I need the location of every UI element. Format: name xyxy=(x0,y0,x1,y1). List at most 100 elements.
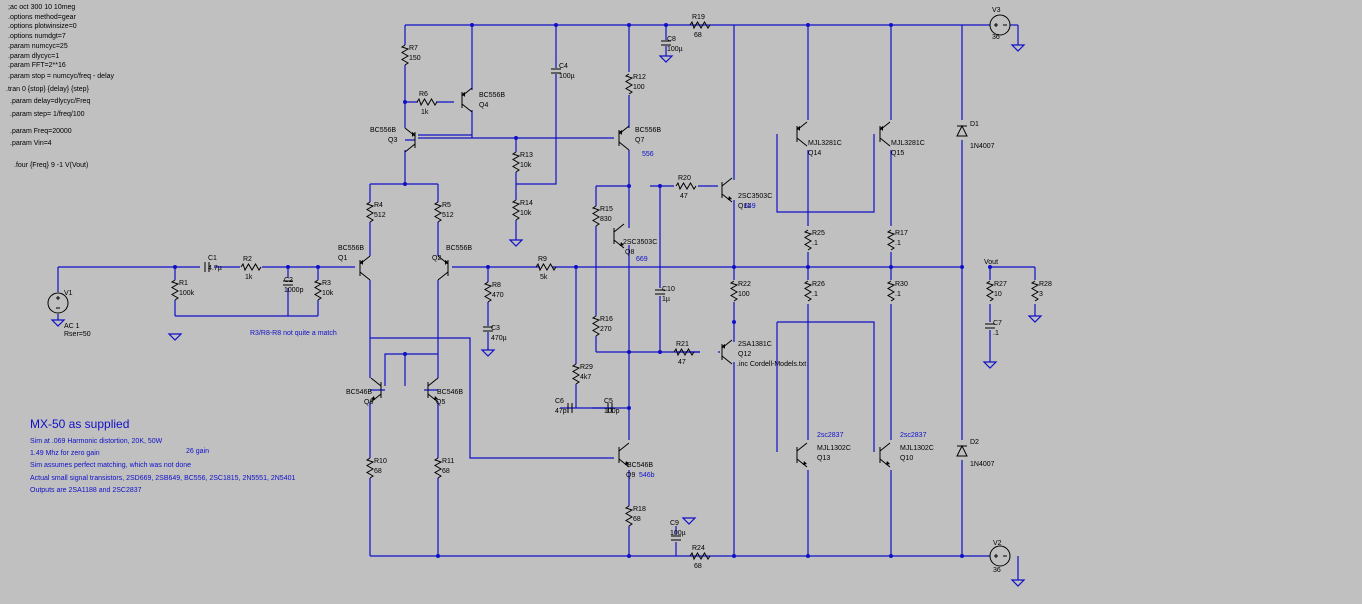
grounds xyxy=(50,44,1043,587)
c5-capacitor xyxy=(607,403,613,413)
c5-ref: C5 xyxy=(604,398,613,405)
r13-value: 10k xyxy=(520,162,532,169)
v1-polarity xyxy=(56,296,60,309)
directive-9: .tran 0 {stop} {delay} {step} xyxy=(6,86,90,93)
r3-value: 10k xyxy=(322,290,334,297)
q4-leads xyxy=(461,87,473,113)
q10-note: 2sc2837 xyxy=(900,432,927,439)
r25-zigzag xyxy=(803,229,813,251)
r28-value: 3 xyxy=(1039,291,1043,298)
c9-value: 100µ xyxy=(670,530,686,537)
c10-ref: C10 xyxy=(662,286,675,293)
v2-circle xyxy=(989,545,1011,567)
c2-capacitor xyxy=(283,280,293,286)
q13-leads xyxy=(796,442,808,468)
q8-arrow xyxy=(620,242,624,246)
c7-ref: C7 xyxy=(993,320,1002,327)
c7-plates xyxy=(985,323,995,329)
c8-plates xyxy=(661,40,671,46)
q15-model: MJL3281C xyxy=(891,140,925,147)
r7-resistor xyxy=(400,44,410,66)
note-line-3: Sim assumes perfect matching, which was … xyxy=(30,462,191,469)
c4-capacitor xyxy=(551,68,561,74)
r5-zigzag xyxy=(433,201,443,223)
spice-directives: ;ac oct 300 10 10meg .options method=gea… xyxy=(6,4,115,169)
v1-ac: AC 1 xyxy=(64,323,80,330)
q14-ref: Q14 xyxy=(808,150,821,157)
q8-ref: Q8 xyxy=(625,249,634,256)
q14-leads xyxy=(796,121,808,147)
c3-capacitor xyxy=(483,326,493,332)
r22-value: 100 xyxy=(738,291,750,298)
r2-zigzag xyxy=(240,262,262,272)
r17-ref: R17 xyxy=(895,230,908,237)
d2-triangle xyxy=(956,444,968,457)
v3-polarity xyxy=(994,23,1007,27)
q5-transistor xyxy=(427,377,439,403)
r14-ref: R14 xyxy=(520,200,533,207)
r12-zigzag xyxy=(624,73,634,95)
c4-ref: C4 xyxy=(559,63,568,70)
v2-ref: V2 xyxy=(993,540,1002,547)
r28-zigzag xyxy=(1030,280,1040,302)
c8-value: 100µ xyxy=(667,46,683,53)
c6-plates xyxy=(567,403,573,413)
q11-model: 2SC3503C xyxy=(738,193,772,200)
note-line-2: 1.49 Mhz for zero gain xyxy=(30,450,100,457)
r20-ref: R20 xyxy=(678,175,691,182)
r27-zigzag xyxy=(985,280,995,302)
q1-leads xyxy=(359,255,371,281)
r8-zigzag xyxy=(483,281,493,303)
note-include: .inc Cordell-Models.txt xyxy=(737,361,806,368)
q2-model: BC556B xyxy=(446,245,472,252)
r8-resistor xyxy=(483,281,493,303)
r2-value: 1k xyxy=(245,274,253,281)
q15-leads xyxy=(879,121,891,147)
directive-4: .options numdgt=7 xyxy=(8,33,66,40)
q7-model: BC556B xyxy=(635,127,661,134)
r11-zigzag xyxy=(433,457,443,479)
q4-ref: Q4 xyxy=(479,102,488,109)
q7-arrow xyxy=(619,130,622,135)
d2-diode xyxy=(956,444,968,457)
r21-resistor xyxy=(673,347,695,357)
q8-model: 2SC3503C xyxy=(623,239,657,246)
c2-value: 1000p xyxy=(284,287,304,294)
r1-resistor xyxy=(170,279,180,301)
q11-leads xyxy=(721,177,733,203)
r7-ref: R7 xyxy=(409,45,418,52)
c9-capacitor xyxy=(671,535,681,541)
r4-ref: R4 xyxy=(374,202,383,209)
r16-ref: R16 xyxy=(600,316,613,323)
r30-zigzag xyxy=(886,280,896,302)
v1-ref: V1 xyxy=(64,290,73,297)
r14-resistor xyxy=(511,199,521,221)
q9-arrow xyxy=(625,461,629,465)
q6-transistor xyxy=(370,377,382,403)
q14-arrow xyxy=(797,126,800,131)
q11-ref: Q11 xyxy=(738,203,751,210)
r18-resistor xyxy=(624,505,634,527)
q12-leads xyxy=(721,339,733,365)
q5-leads xyxy=(427,377,439,403)
c5-plates xyxy=(607,403,613,413)
r21-zigzag xyxy=(673,347,695,357)
r9-value: 5k xyxy=(540,274,548,281)
note-gain: 26 gain xyxy=(186,448,209,455)
directive-8: .param stop = numcyc/freq - delay xyxy=(8,73,115,80)
r1-zigzag xyxy=(170,279,180,301)
q13-ref: Q13 xyxy=(817,455,830,462)
r16-value: 270 xyxy=(600,326,612,333)
r24-zigzag xyxy=(689,551,711,561)
r14-value: 10k xyxy=(520,210,532,217)
r5-ref: R5 xyxy=(442,202,451,209)
r26-resistor xyxy=(803,280,813,302)
c2-ref: C2 xyxy=(284,277,293,284)
q10-arrow xyxy=(886,461,890,465)
r13-ref: R13 xyxy=(520,152,533,159)
r10-resistor xyxy=(365,457,375,479)
c1-plates xyxy=(204,262,210,272)
r24-value: 68 xyxy=(694,563,702,570)
r11-ref: R11 xyxy=(442,458,454,465)
r13-resistor xyxy=(511,151,521,173)
